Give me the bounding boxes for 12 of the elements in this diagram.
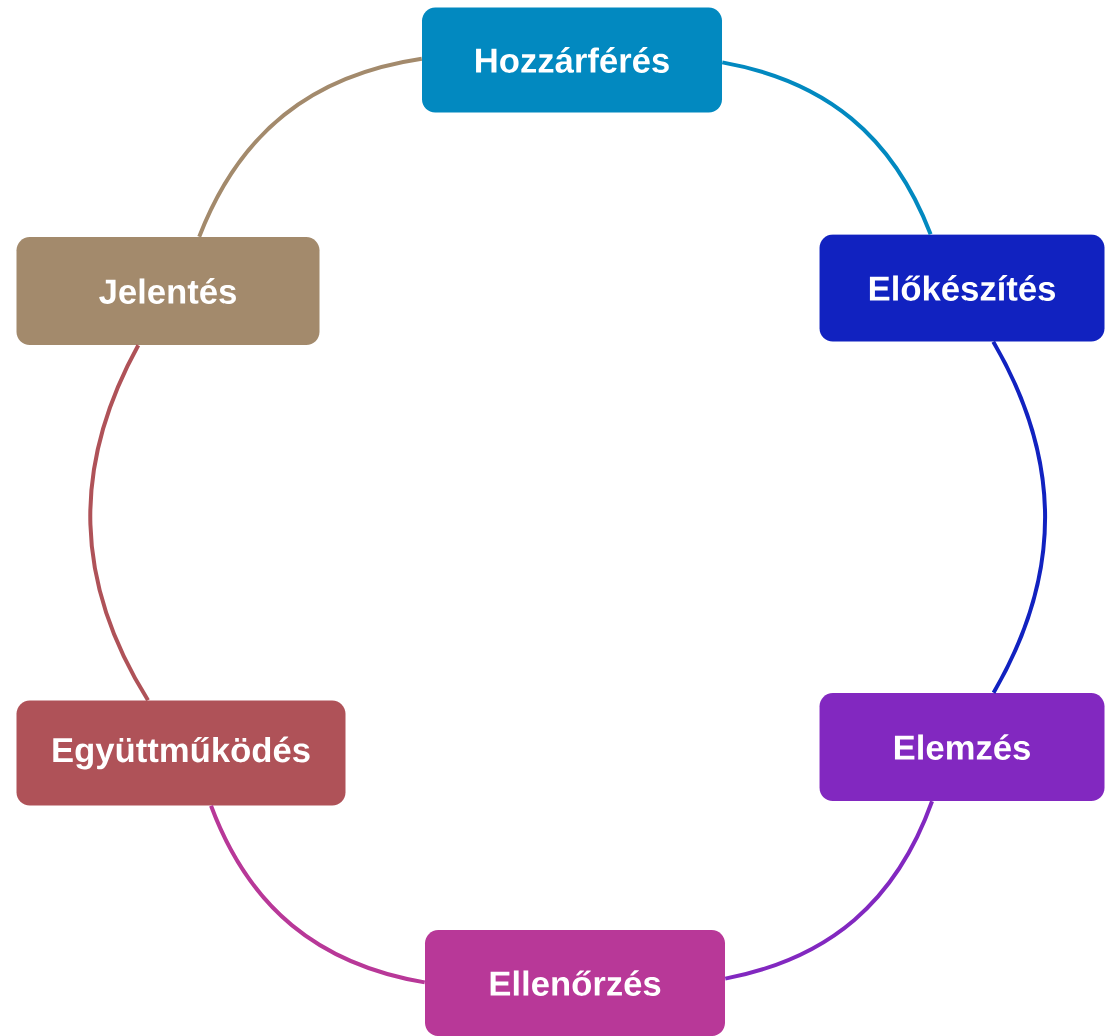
- process-box: Jelentés: [16, 237, 320, 345]
- process-box: Hozzárférés: [422, 7, 722, 113]
- connector-arc: [197, 56, 423, 238]
- connector-arc: [88, 344, 150, 702]
- process-box: Ellenőrzés: [425, 930, 725, 1036]
- process-box: Elemzés: [819, 693, 1105, 801]
- connector-arc: [721, 60, 933, 236]
- process-box: Együttműködés: [16, 700, 346, 806]
- connector-arc: [991, 340, 1047, 694]
- connector-arc: [724, 800, 934, 981]
- connector-arc: [209, 805, 426, 985]
- process-box: Előkészítés: [819, 234, 1105, 342]
